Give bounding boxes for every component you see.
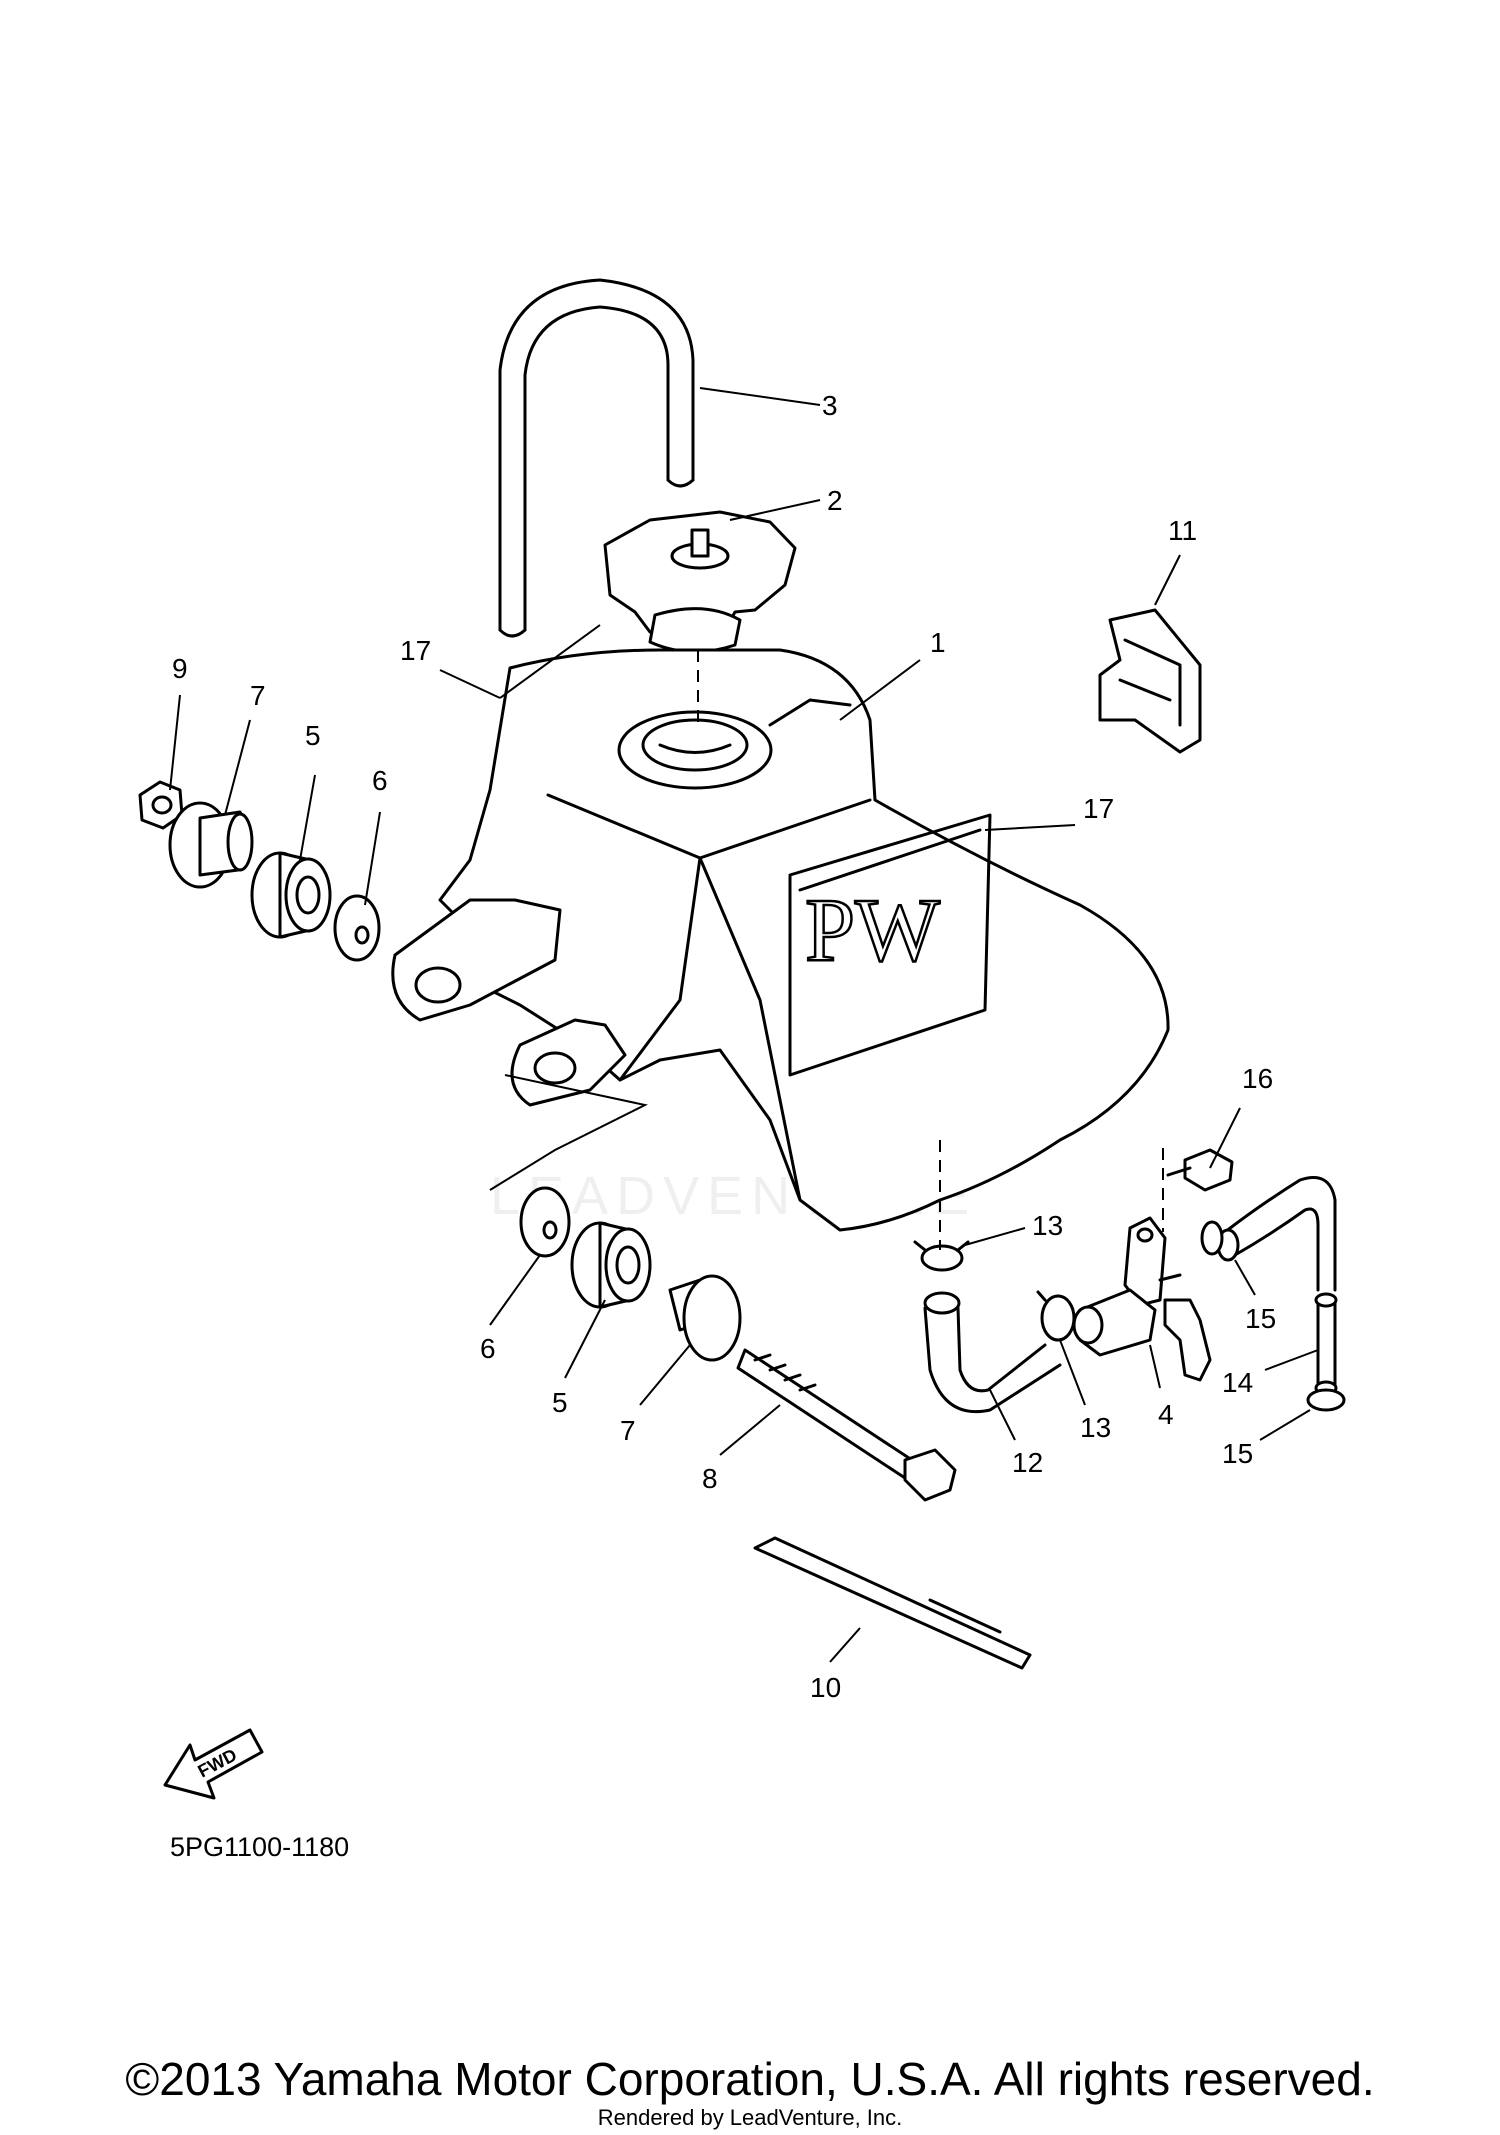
diagram-code: 5PG1100-1180 — [170, 1832, 350, 1862]
callout-2: 2 — [827, 485, 843, 516]
callout-5a: 5 — [305, 720, 321, 751]
hose-clip-15-upper[interactable] — [1200, 1220, 1224, 1256]
callout-10: 10 — [810, 1672, 841, 1703]
callout-13a: 13 — [1032, 1210, 1063, 1241]
callout-6a: 6 — [372, 765, 388, 796]
damper-strip[interactable] — [753, 1536, 1032, 1670]
callout-17b: 17 — [1083, 793, 1114, 824]
collar-lower[interactable] — [668, 1274, 742, 1362]
fuel-cock[interactable] — [1072, 1216, 1212, 1382]
fuel-tank[interactable]: PW — [391, 648, 1170, 1232]
callout-8: 8 — [702, 1463, 718, 1494]
callout-7a: 7 — [250, 680, 266, 711]
screw[interactable] — [1166, 1148, 1234, 1192]
callout-1: 1 — [930, 627, 946, 658]
svg-text:PW: PW — [805, 881, 940, 980]
callout-15a: 15 — [1245, 1303, 1276, 1334]
callout-9: 9 — [172, 653, 188, 684]
fuel-cap[interactable] — [603, 510, 797, 654]
forward-arrow-icon: FWD — [163, 1728, 264, 1800]
callout-7b: 7 — [620, 1415, 636, 1446]
callout-11: 11 — [1168, 515, 1197, 546]
callout-6b: 6 — [480, 1333, 496, 1364]
washer-upper[interactable] — [333, 894, 381, 962]
washer-lower[interactable] — [519, 1186, 571, 1258]
copyright-notice: ©2013 Yamaha Motor Corporation, U.S.A. A… — [125, 2053, 1375, 2105]
callout-15b: 15 — [1222, 1438, 1253, 1469]
callout-12: 12 — [1012, 1447, 1043, 1478]
bolt[interactable] — [736, 1348, 957, 1502]
assembly-lines — [489, 650, 1164, 1250]
callout-numbers: 1 2 3 4 5 5 6 6 7 7 8 9 10 11 12 13 13 1… — [172, 390, 1276, 1703]
callout-5b: 5 — [552, 1387, 568, 1418]
hose-clip-lower[interactable] — [1036, 1290, 1076, 1342]
rendered-by-notice: Rendered by LeadVenture, Inc. — [597, 2105, 903, 2130]
leader-lines — [169, 387, 1319, 1663]
hose-clip-upper[interactable] — [913, 1240, 970, 1272]
callout-16: 16 — [1242, 1063, 1273, 1094]
damper-upper[interactable] — [250, 851, 332, 939]
callout-4: 4 — [1158, 1399, 1174, 1430]
breather-hose[interactable] — [498, 278, 695, 638]
fuel-hose[interactable] — [923, 1291, 1062, 1414]
collar-upper[interactable] — [168, 801, 254, 889]
damper-lower[interactable] — [570, 1221, 652, 1309]
callout-14: 14 — [1222, 1367, 1253, 1398]
vent-hose[interactable] — [1216, 1176, 1338, 1396]
callout-17a: 17 — [400, 635, 431, 666]
mounting-plate[interactable] — [1098, 608, 1202, 754]
callout-3: 3 — [822, 390, 838, 421]
callout-13b: 13 — [1080, 1412, 1111, 1443]
hose-clip-15-lower[interactable] — [1306, 1388, 1346, 1412]
